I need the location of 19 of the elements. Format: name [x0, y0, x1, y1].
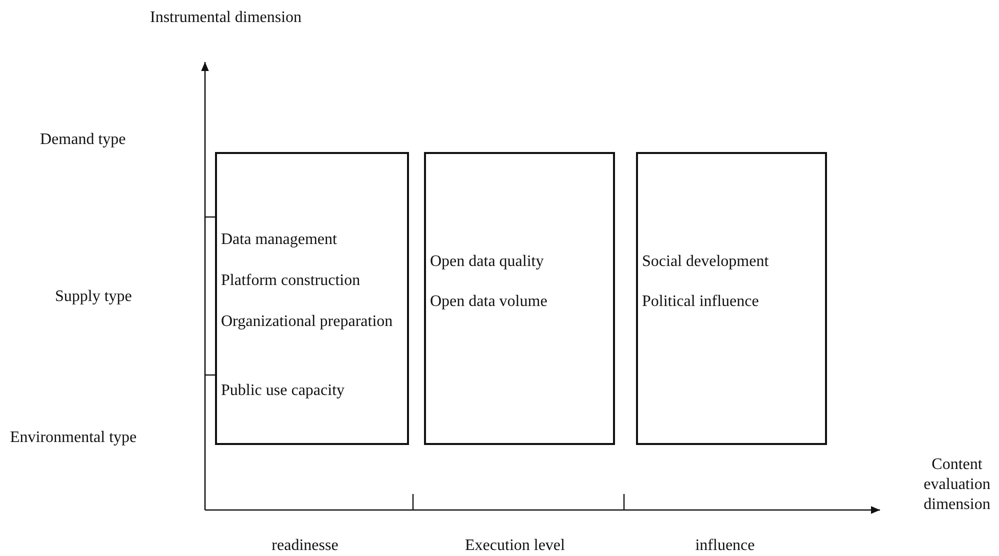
indicator-label: Open data volume — [430, 292, 548, 311]
axis-title: Content evaluation dimension — [922, 455, 992, 515]
category-box — [215, 152, 409, 445]
indicator-label: Open data quality — [430, 252, 545, 271]
indicator-label: Organizational preparation — [221, 312, 394, 331]
indicator-label: Data management — [221, 230, 338, 249]
axis-category-label: Execution level — [464, 536, 566, 556]
axis-category-label: Environmental type — [10, 428, 138, 448]
category-box — [636, 152, 827, 445]
axis-category-label: readinesse — [270, 536, 340, 556]
axis-category-label: Demand type — [40, 130, 127, 150]
axis-category-label: Supply type — [55, 287, 133, 307]
indicator-label: Social development — [642, 252, 770, 271]
axis-title: Instrumental dimension — [150, 8, 303, 28]
category-box — [424, 152, 615, 445]
indicator-label: Political influence — [642, 292, 760, 311]
axis-category-label: influence — [694, 536, 756, 556]
indicator-label: Platform construction — [221, 271, 362, 290]
indicator-label: Public use capacity — [221, 381, 346, 400]
